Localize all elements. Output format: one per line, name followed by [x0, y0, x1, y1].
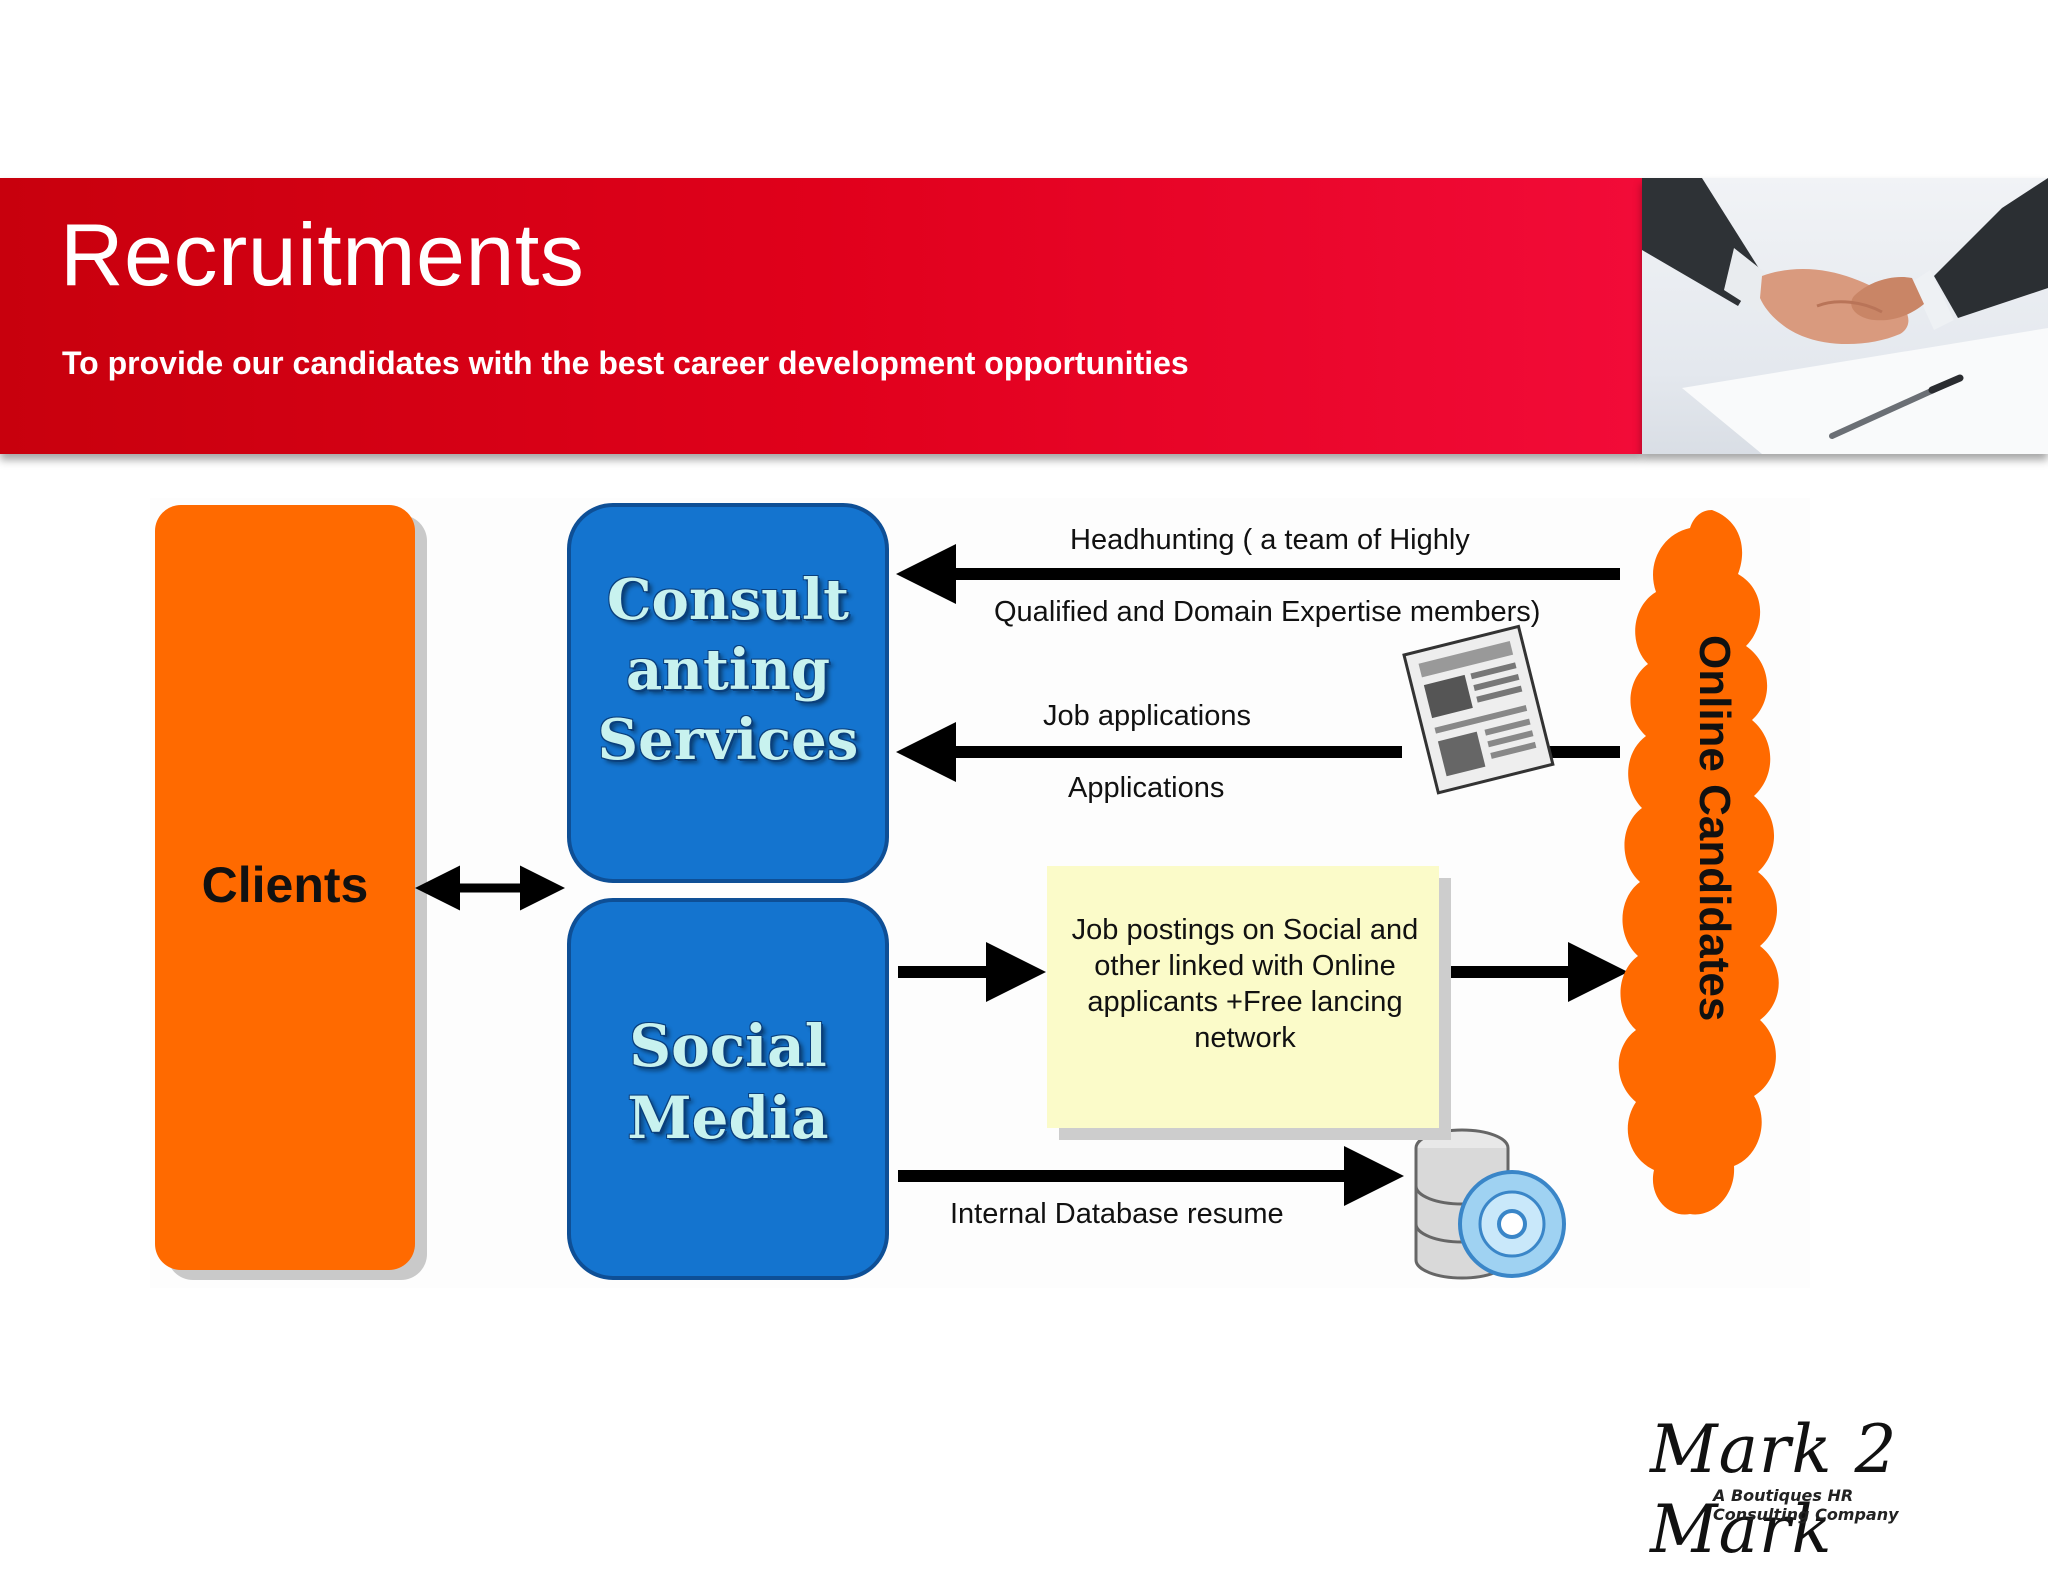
database-disc-icon — [1414, 1128, 1566, 1280]
logo-tagline-line2: Consulting Company — [1713, 1505, 1899, 1524]
headhunting-label-line1: Headhunting ( a team of Highly — [1070, 524, 1470, 556]
job-postings-label: Job postings on Social and other linked … — [1071, 914, 1419, 1054]
clients-label: Clients — [201, 857, 369, 913]
internal-database-label: Internal Database resume — [950, 1198, 1284, 1230]
online-candidates-label: Online Candidates — [1690, 635, 1739, 1022]
social-media-label: Social Media — [627, 1012, 829, 1152]
consulting-services-block — [567, 503, 889, 883]
job-applications-label: Job applications — [1043, 700, 1251, 732]
newspaper-icon — [1402, 624, 1555, 795]
consulting-services-label: Consult anting Services — [597, 567, 859, 773]
page-title: Recruitments — [60, 205, 585, 304]
diagram-connectors — [415, 510, 1779, 1280]
handshake-photo — [1642, 178, 2048, 454]
applications-label: Applications — [1068, 772, 1225, 804]
logo-tagline-line1: A Boutiques HR — [1713, 1486, 1854, 1505]
clients-block — [155, 505, 415, 1270]
social-media-block — [567, 898, 889, 1280]
headhunting-label-line2: Qualified and Domain Expertise members) — [994, 596, 1541, 628]
job-postings-box — [1047, 866, 1439, 1128]
online-candidates-cloud — [1618, 510, 1779, 1215]
page-subtitle: To provide our candidates with the best … — [62, 345, 1189, 381]
header-banner — [0, 178, 1642, 454]
